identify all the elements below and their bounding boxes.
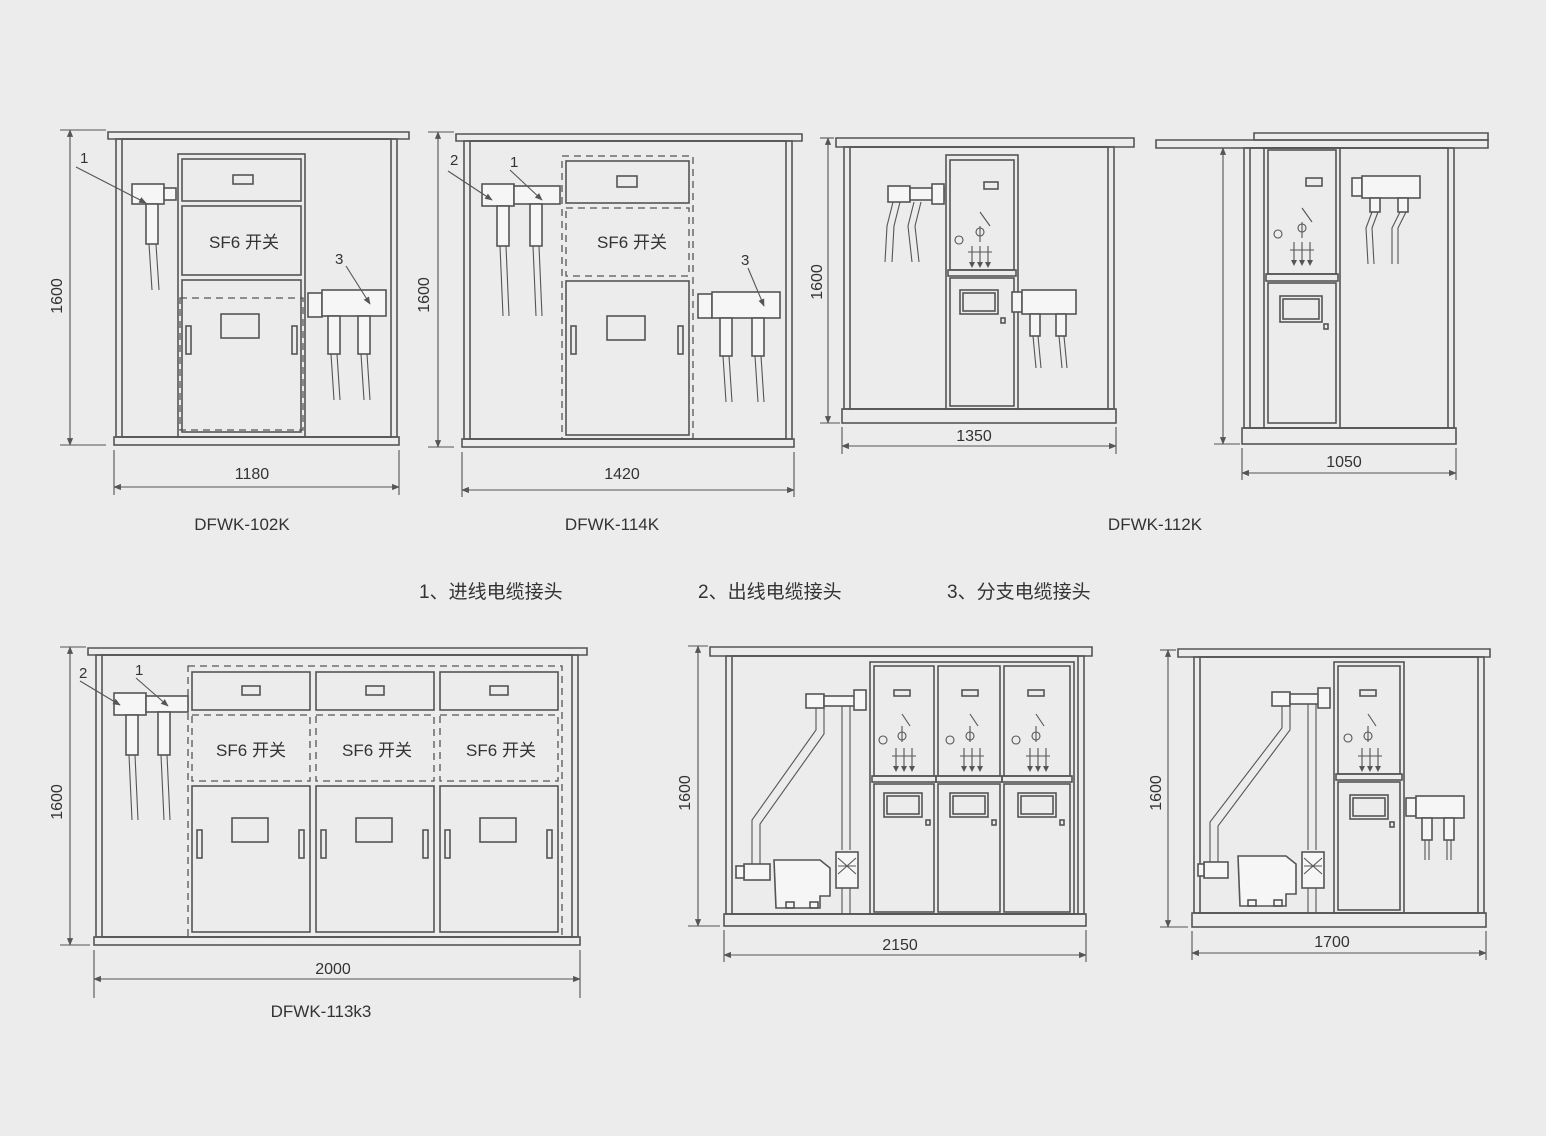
unit-dfwk-114k: 2 1 3 SF6 开关 1600 1420 DFWK-114K [416, 131, 803, 534]
rmu-bay-3 [1001, 665, 1073, 913]
width-dimension: 1420 [604, 466, 640, 483]
model-label: DFWK-113k3 [271, 1002, 372, 1021]
unit-dfwk-102k: 1 3 SF6 开关 1600 1180 DFWK-102K [49, 129, 410, 534]
switch-label: SF6 开关 [342, 741, 412, 760]
height-dimension: 1600 [49, 278, 66, 314]
height-dimension: 1600 [809, 264, 826, 300]
legend-item-incoming-cable: 1、进线电缆接头 [419, 581, 563, 603]
height-dimension: 1600 [49, 784, 66, 820]
model-label: DFWK-102K [194, 515, 290, 534]
switch-bay-2: SF6 开关 [315, 671, 435, 933]
rmu-bay-2 [935, 665, 1003, 913]
callout-2: 2 [450, 152, 458, 169]
callout-1: 1 [80, 150, 88, 167]
height-dimension: 1600 [677, 775, 694, 811]
unit-dfwk-112k-front: 1600 1350 [809, 137, 1135, 454]
height-dimension: 1600 [416, 277, 433, 313]
width-dimension: 1180 [235, 466, 270, 483]
height-dimension: 1600 [1148, 775, 1165, 811]
callout-3: 3 [335, 251, 343, 268]
switch-bay-1: SF6 开关 [191, 671, 311, 933]
legend-item-outgoing-cable: 2、出线电缆接头 [698, 581, 842, 603]
width-dimension: 1050 [1326, 454, 1362, 471]
width-dimension: 2150 [882, 937, 918, 954]
legend-item-branch-cable: 3、分支电缆接头 [947, 581, 1091, 603]
width-dimension: 2000 [315, 961, 351, 978]
callout-1: 1 [510, 154, 518, 171]
unit-dfwk-112k-side: 1050 DFWK-112K [1108, 132, 1489, 534]
unit-dfwk-113k3: SF6 开关 SF6 开关 SF6 开关 2 [49, 646, 588, 1021]
callout-2: 2 [79, 665, 87, 682]
callout-3: 3 [741, 252, 749, 269]
unit-2150: 1600 2150 [677, 645, 1093, 962]
switch-bay-3: SF6 开关 [439, 671, 559, 933]
width-dimension: 1350 [956, 428, 992, 445]
switch-label: SF6 开关 [466, 741, 536, 760]
legend: 1、进线电缆接头 2、出线电缆接头 3、分支电缆接头 [419, 581, 1091, 603]
width-dimension: 1700 [1314, 934, 1350, 951]
switch-label: SF6 开关 [216, 741, 286, 760]
model-label: DFWK-114K [565, 515, 660, 534]
model-label: DFWK-112K [1108, 515, 1203, 534]
switch-label: SF6 开关 [597, 233, 667, 252]
rmu-bay-1 [871, 665, 937, 913]
switch-label: SF6 开关 [209, 233, 279, 252]
callout-1: 1 [135, 662, 143, 679]
unit-1700: 1600 1700 [1148, 648, 1491, 960]
